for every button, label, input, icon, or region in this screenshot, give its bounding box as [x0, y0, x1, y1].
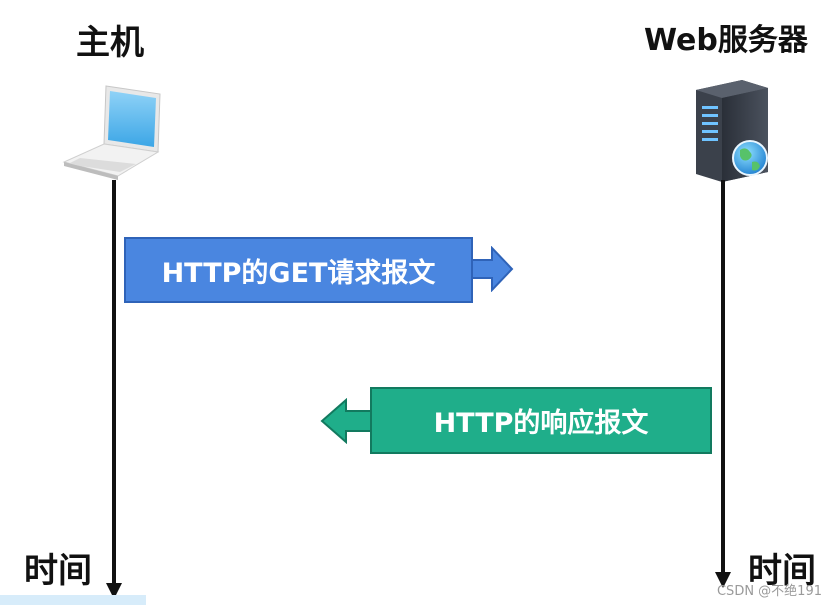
server-timeline-arrowhead: [715, 572, 731, 588]
server-time-label: 时间: [748, 551, 816, 591]
server-timeline: [721, 180, 725, 575]
server-globe-icon: [696, 80, 768, 182]
watermark: CSDN @不绝191: [716, 584, 822, 599]
request-message-box: HTTP的GET请求报文: [124, 237, 473, 303]
response-message-box: HTTP的响应报文: [370, 387, 712, 454]
response-message-label: HTTP的响应报文: [433, 408, 649, 439]
request-message-label: HTTP的GET请求报文: [161, 257, 436, 289]
host-time-label: 时间: [24, 551, 92, 591]
bottom-strip: [0, 595, 146, 605]
left-arrow-icon: [320, 398, 373, 444]
host-timeline: [112, 180, 116, 588]
server-title: Web服务器: [644, 23, 808, 58]
host-title: 主机: [76, 23, 144, 63]
laptop-icon: [62, 85, 161, 180]
right-arrow-icon: [471, 246, 514, 292]
